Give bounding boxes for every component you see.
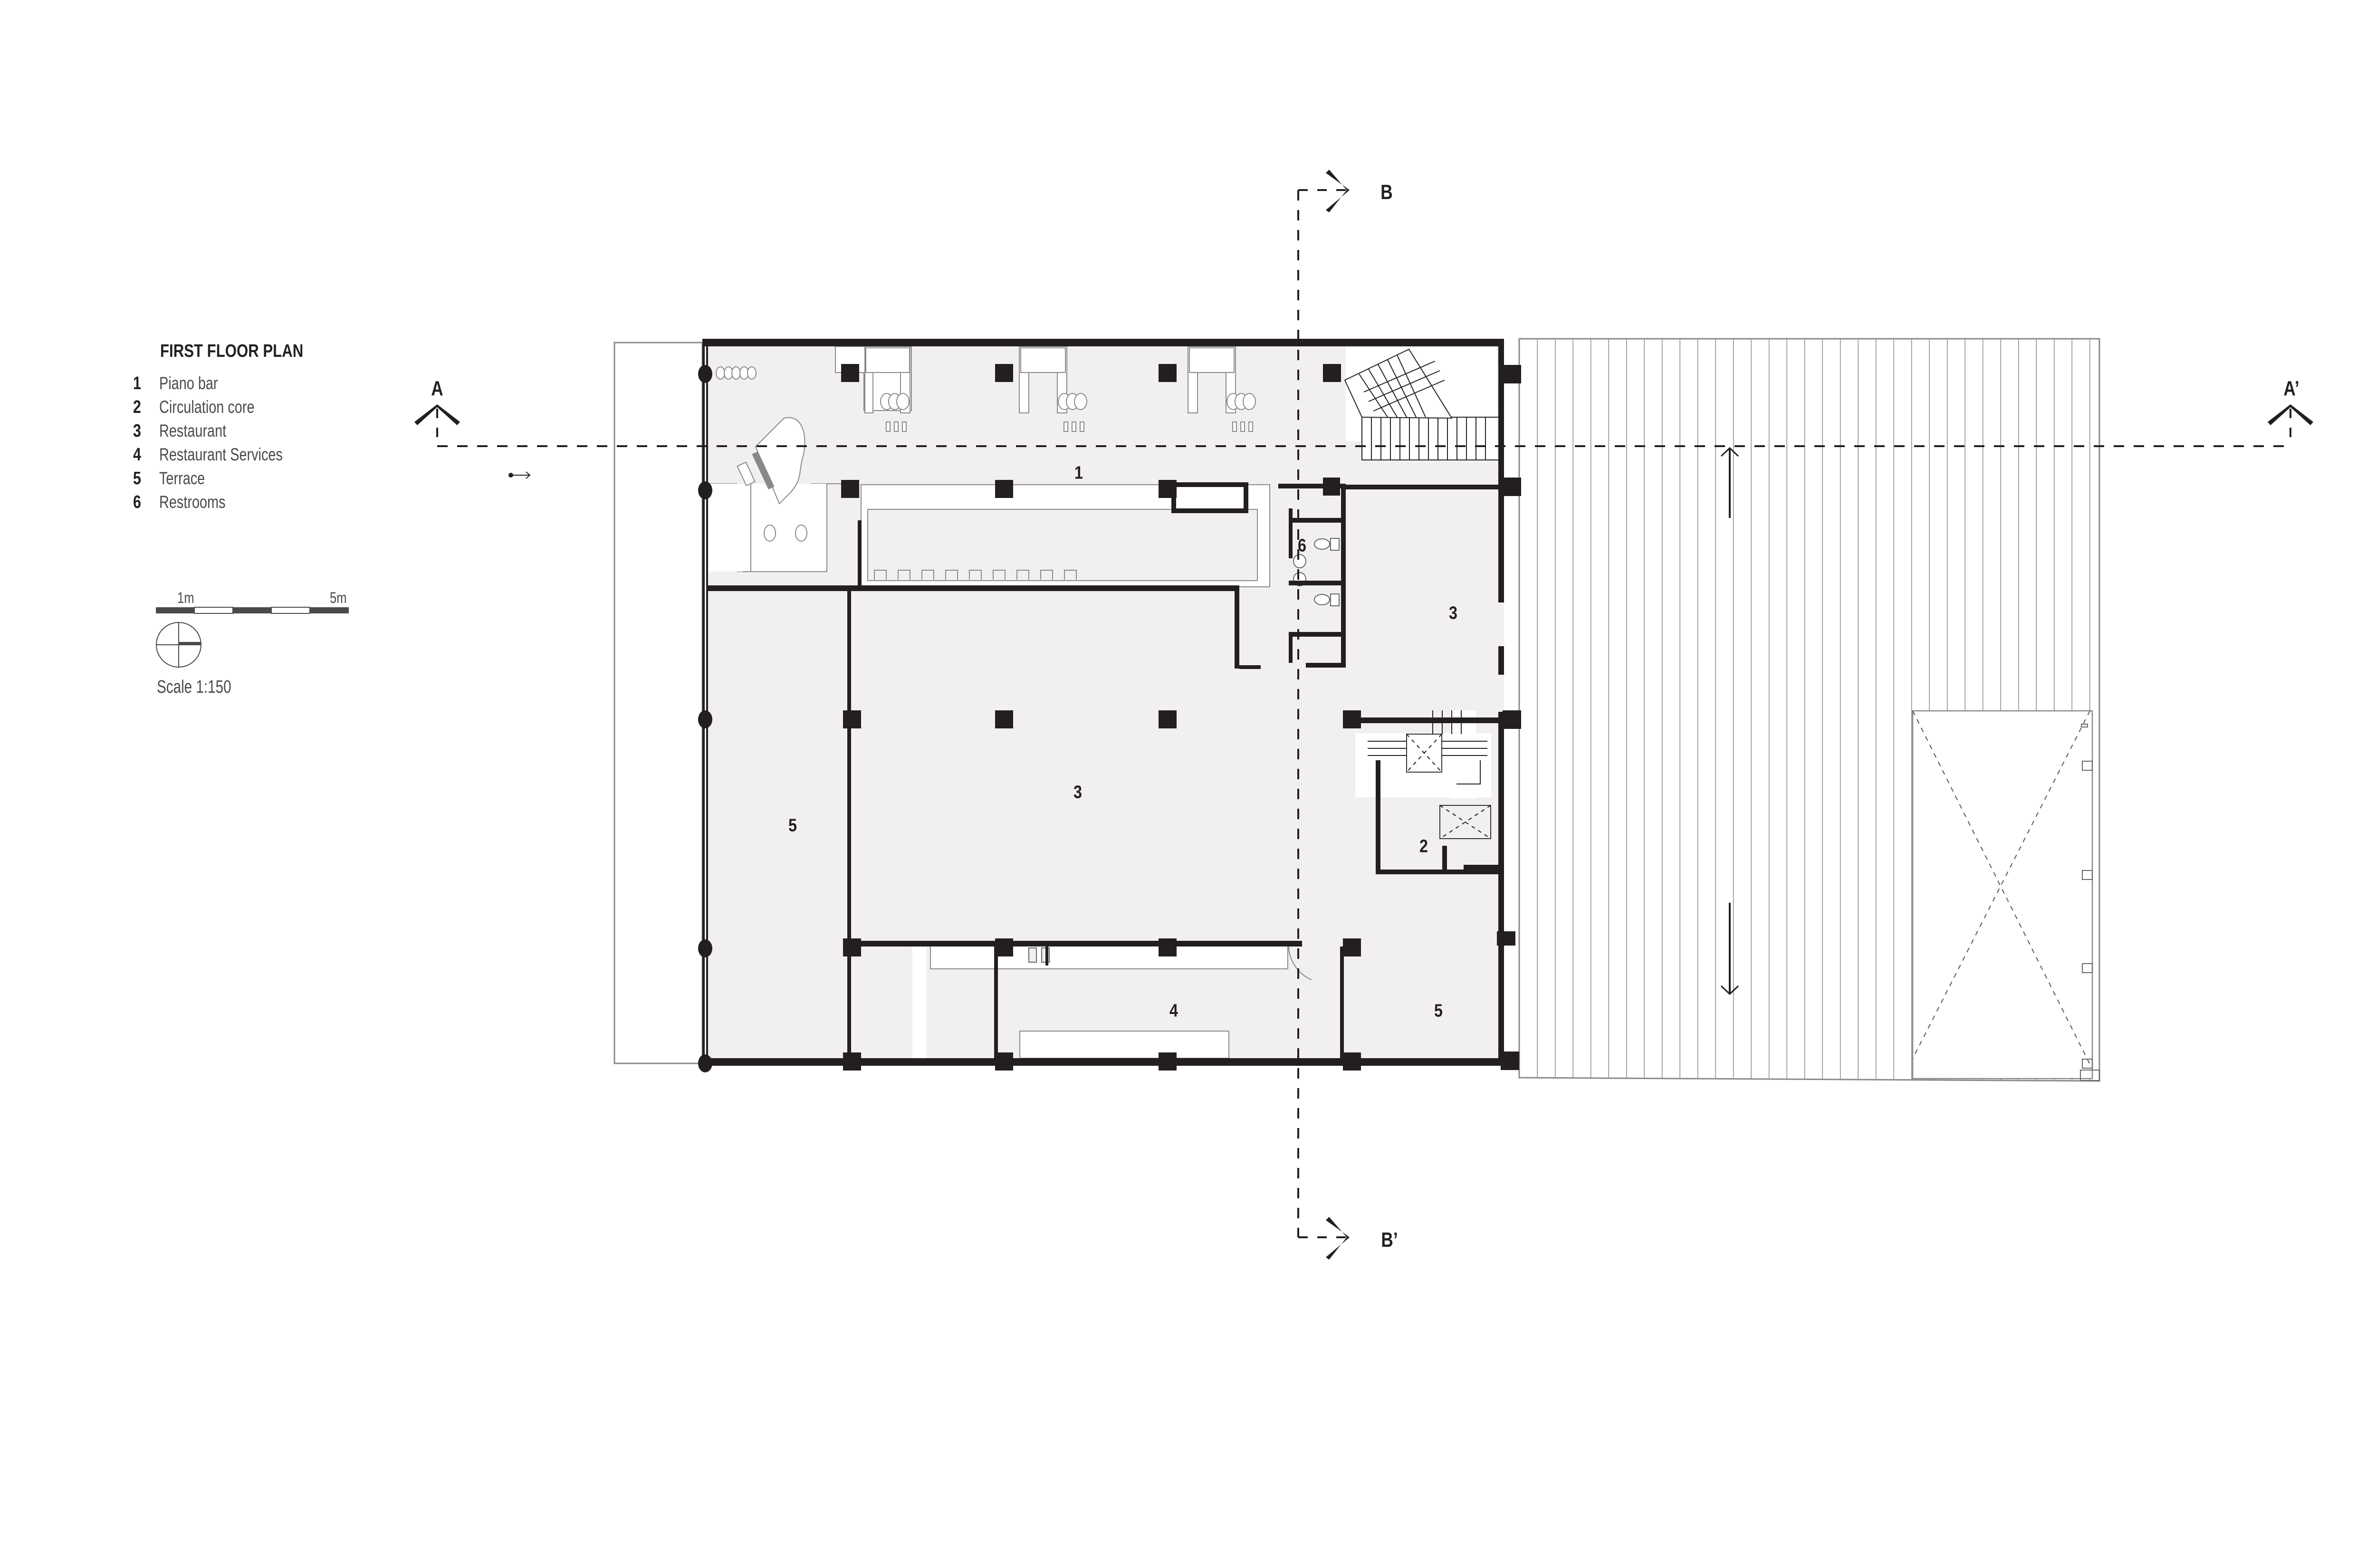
bar-counter xyxy=(861,482,1270,587)
section-line-a xyxy=(414,404,2313,447)
scale-end-label: 5m xyxy=(330,589,347,606)
legend-label: Restaurant Services xyxy=(159,445,283,464)
room-label-terrace-west: 5 xyxy=(788,815,797,836)
scale-ratio: Scale 1:150 xyxy=(157,677,231,697)
legend-label: Restrooms xyxy=(159,492,226,512)
deck-slope-arrow-up-icon xyxy=(1720,447,1739,518)
legend-label: Terrace xyxy=(159,468,205,488)
circulation-core-stairs xyxy=(1355,710,1491,839)
west-balcony-outline xyxy=(613,342,703,1064)
room-label-terrace-east: 5 xyxy=(1434,1001,1443,1021)
restroom-fixtures xyxy=(1293,538,1340,606)
section-b-label: B xyxy=(1380,181,1393,204)
legend-number: 3 xyxy=(133,421,141,441)
toilet-icon xyxy=(1314,593,1340,606)
legend-number: 1 xyxy=(133,373,141,393)
legend-number: 5 xyxy=(133,468,141,488)
legend-number: 2 xyxy=(133,397,141,417)
deck-void-box xyxy=(1912,710,2093,1080)
room-label-piano-bar: 1 xyxy=(1074,463,1083,483)
legend-label: Circulation core xyxy=(159,397,255,417)
section-a-end-label: A’ xyxy=(2283,377,2299,400)
room-label-restaurant-main: 3 xyxy=(1073,782,1082,803)
scale-start-label: 1m xyxy=(177,589,194,606)
section-a-marker-icon xyxy=(414,404,460,425)
section-a-end-marker-icon xyxy=(2268,404,2313,425)
grand-piano-icon xyxy=(737,417,805,505)
room-label-restaurant-services: 4 xyxy=(1169,1001,1178,1021)
room-label-circulation-core: 2 xyxy=(1419,836,1428,857)
legend-label: Piano bar xyxy=(159,373,218,393)
legend-number: 6 xyxy=(133,492,141,512)
main-stair xyxy=(1344,346,1500,460)
room-label-restaurant-east: 3 xyxy=(1449,603,1457,623)
section-b-marker-icon xyxy=(1326,170,1350,212)
north-arrow-icon xyxy=(156,622,201,668)
plan-title: FIRST FLOOR PLAN xyxy=(160,341,304,361)
section-a-label: A xyxy=(431,377,443,400)
room-label-restrooms: 6 xyxy=(1298,535,1306,556)
east-deck xyxy=(1518,338,2100,1082)
section-line-b xyxy=(1297,170,1350,1260)
legend-label: Restaurant xyxy=(159,421,227,440)
legend-number: 4 xyxy=(133,445,141,465)
walls xyxy=(698,339,1521,1072)
toilet-icon xyxy=(1314,538,1340,551)
scale-bar xyxy=(156,607,349,614)
section-b-end-marker-icon xyxy=(1326,1217,1350,1260)
deck-slope-arrow-down-icon xyxy=(1720,903,1739,995)
section-b-end-label: B’ xyxy=(1381,1228,1398,1252)
entry-arrow-icon xyxy=(508,471,531,479)
